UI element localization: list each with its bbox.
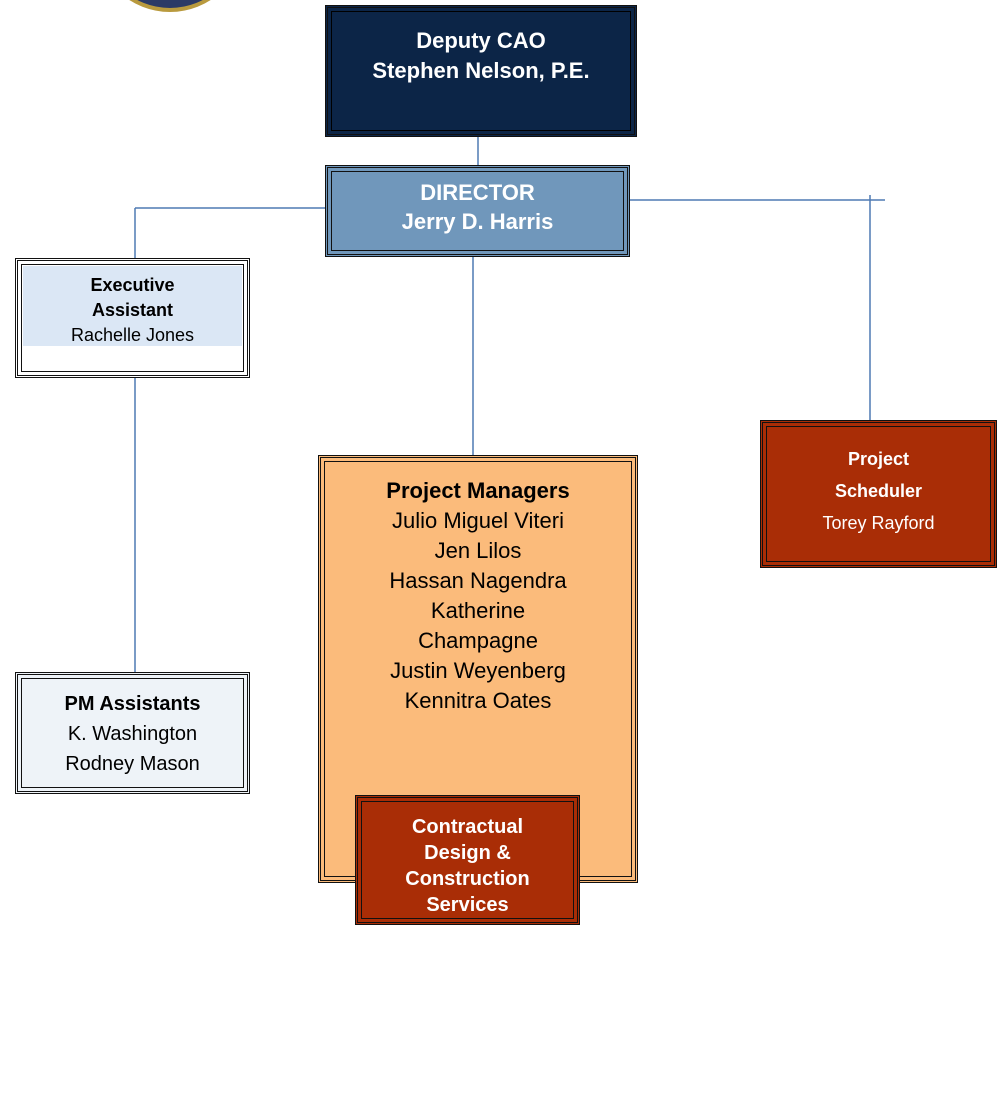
scheduler-title-line2: Scheduler xyxy=(834,481,923,501)
project-managers-title: Project Managers xyxy=(386,478,570,503)
exec-title-line1: Executive xyxy=(90,275,175,295)
exec-name: Rachelle Jones xyxy=(70,325,195,345)
contractual-services-box: Contractual Design & Construction Servic… xyxy=(355,795,580,925)
deputy-title: Deputy CAO xyxy=(416,28,546,53)
scheduler-name: Torey Rayford xyxy=(822,513,935,533)
contractual-line: Services xyxy=(426,894,509,916)
pm-assistants-title: PM Assistants xyxy=(64,693,201,715)
project-scheduler-box: Project Scheduler Torey Rayford xyxy=(760,420,997,568)
director-name: Jerry D. Harris xyxy=(401,209,554,234)
project-manager-name: Hassan Nagendra xyxy=(389,568,567,593)
director-box: DIRECTOR Jerry D. Harris xyxy=(325,165,630,257)
executive-assistant-box: Executive Assistant Rachelle Jones xyxy=(15,258,250,378)
deputy-name: Stephen Nelson, P.E. xyxy=(372,58,590,83)
project-manager-name: Jen Lilos xyxy=(434,538,522,563)
project-manager-name: Julio Miguel Viteri xyxy=(391,508,564,533)
exec-title-line2: Assistant xyxy=(91,300,174,320)
contractual-line: Construction xyxy=(405,868,530,890)
director-title: DIRECTOR xyxy=(420,180,535,205)
pm-assistants-box: PM Assistants K. Washington Rodney Mason xyxy=(15,672,250,794)
project-manager-name: Justin Weyenberg xyxy=(390,658,566,683)
pm-assistant-name: Rodney Mason xyxy=(65,753,200,775)
pm-assistant-name: K. Washington xyxy=(67,723,198,745)
contractual-line: Contractual xyxy=(411,816,524,838)
contractual-line: Design & xyxy=(424,842,511,864)
deputy-cao-box: Deputy CAO Stephen Nelson, P.E. xyxy=(325,5,637,137)
project-manager-name: Katherine xyxy=(430,598,526,623)
project-manager-name: Champagne xyxy=(418,628,538,653)
scheduler-title-line1: Project xyxy=(847,449,910,469)
project-manager-name: Kennitra Oates xyxy=(404,688,552,713)
